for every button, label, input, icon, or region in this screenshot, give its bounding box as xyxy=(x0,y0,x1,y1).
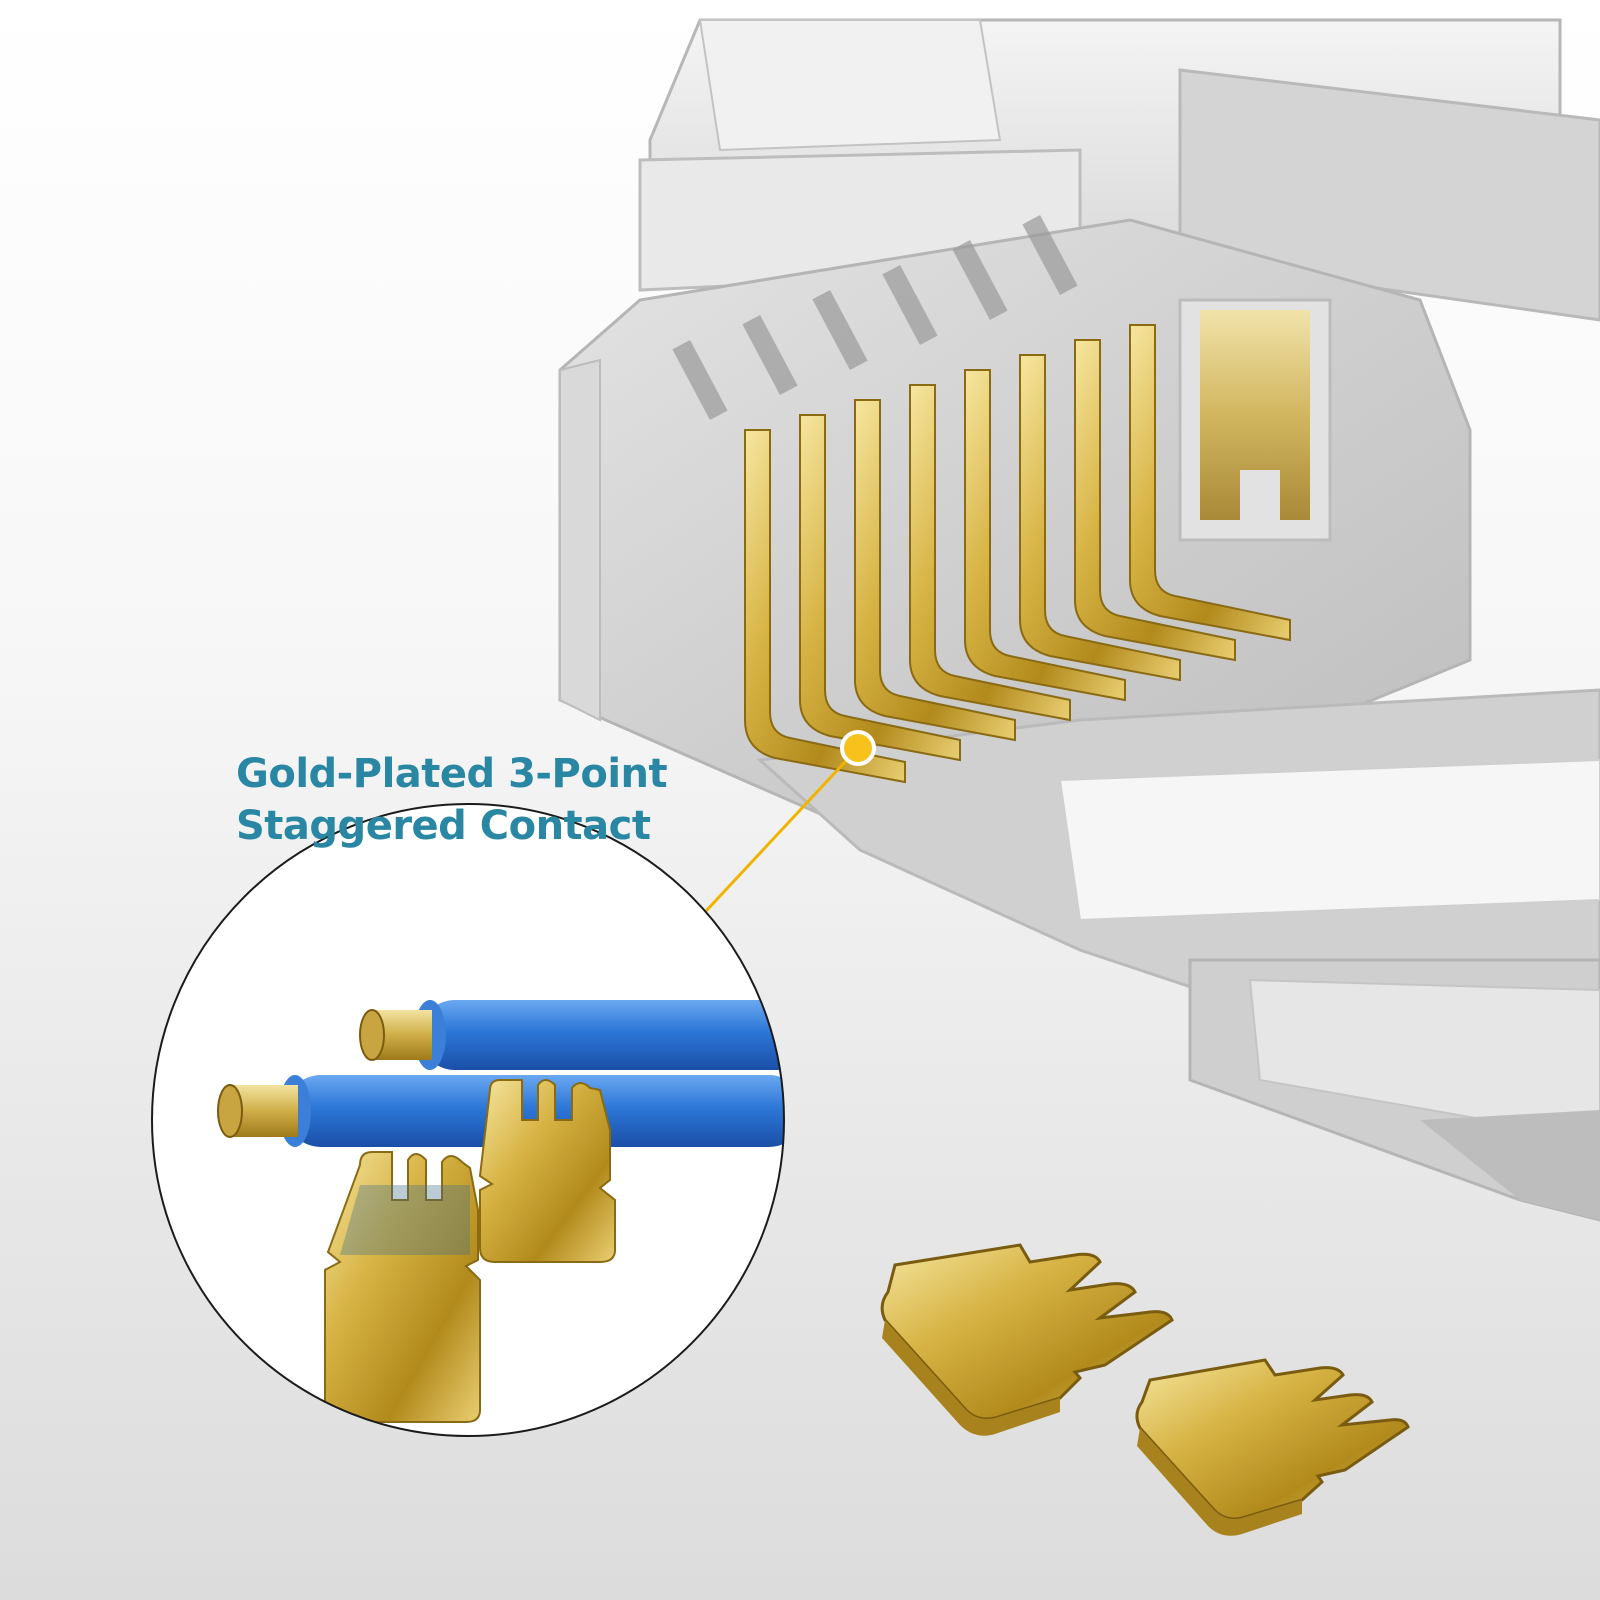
magnified-contact-front xyxy=(324,1151,481,1423)
callout-label-line-2: Staggered Contact xyxy=(236,803,651,849)
gold-contact-6 xyxy=(1019,354,1181,682)
magnified-contact-back xyxy=(478,1079,616,1263)
gold-contact-1 xyxy=(744,429,906,784)
gold-contact-3 xyxy=(854,399,1016,742)
gold-contact-7 xyxy=(1074,339,1236,662)
gold-contact-4 xyxy=(909,384,1071,722)
wire-upper xyxy=(359,1000,784,1070)
gold-contact-8 xyxy=(1129,324,1291,642)
callout-label: Gold-Plated 3-Point Staggered Contact xyxy=(236,748,668,852)
gold-contact-5 xyxy=(964,369,1126,702)
connector-gold-contacts xyxy=(744,324,1291,784)
gold-contact-2 xyxy=(799,414,961,762)
callout-label-line-1: Gold-Plated 3-Point xyxy=(236,751,668,797)
rj45-connector-housing xyxy=(558,18,1600,1222)
callout-dot xyxy=(840,730,876,766)
loose-gold-contact-right xyxy=(1135,1358,1410,1536)
loose-gold-contact-left xyxy=(880,1243,1174,1436)
magnified-detail-circle xyxy=(151,803,785,1437)
